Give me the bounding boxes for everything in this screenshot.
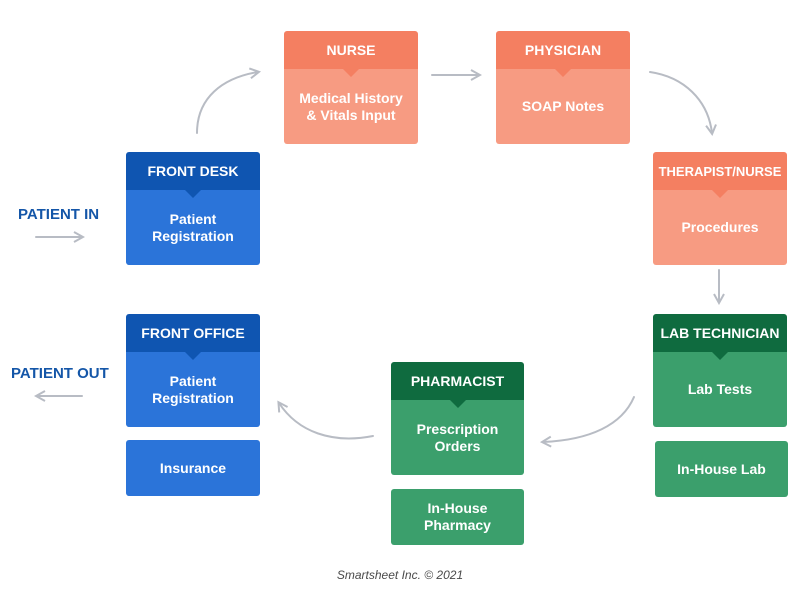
front-desk-notch [184, 189, 202, 198]
therapist-card: THERAPIST/NURSE Procedures [653, 152, 787, 265]
lab-technician-card: LAB TECHNICIAN Lab Tests [653, 314, 787, 427]
patient-out-label: PATIENT OUT [11, 365, 109, 382]
in-house-pharmacy-box: In-House Pharmacy [391, 489, 524, 545]
front-office-role: FRONT OFFICE [141, 325, 245, 341]
nurse-header: NURSE [284, 31, 418, 77]
nurse-task: Medical History & Vitals Input [284, 69, 418, 144]
physician-header: PHYSICIAN [496, 31, 630, 77]
arrow-physician-to-therapist [649, 71, 712, 133]
credit-text: Smartsheet Inc. © 2021 [336, 568, 464, 582]
arrow-pharmacist-to-frontoffice [279, 403, 374, 440]
therapist-task: Procedures [653, 190, 787, 265]
front-desk-task: Patient Registration [126, 190, 260, 265]
pharmacist-card: PHARMACIST Prescription Orders [391, 362, 524, 475]
lab-technician-notch [711, 351, 729, 360]
arrow-lab-to-pharmacist [543, 396, 635, 442]
nurse-role: NURSE [326, 42, 376, 58]
front-office-header: FRONT OFFICE [126, 314, 260, 360]
front-desk-header: FRONT DESK [126, 152, 260, 198]
nurse-notch [342, 68, 360, 77]
lab-technician-header: LAB TECHNICIAN [653, 314, 787, 360]
physician-notch [554, 68, 572, 77]
insurance-box: Insurance [126, 440, 260, 496]
arrow-frontdesk-to-nurse [196, 72, 258, 134]
nurse-card: NURSE Medical History & Vitals Input [284, 31, 418, 144]
front-office-card: FRONT OFFICE Patient Registration [126, 314, 260, 427]
physician-card: PHYSICIAN SOAP Notes [496, 31, 630, 144]
pharmacist-header: PHARMACIST [391, 362, 524, 408]
in-house-lab-box: In-House Lab [655, 441, 788, 497]
physician-task: SOAP Notes [496, 69, 630, 144]
lab-technician-role: LAB TECHNICIAN [660, 325, 780, 341]
pharmacist-task: Prescription Orders [391, 400, 524, 475]
physician-role: PHYSICIAN [524, 42, 602, 58]
front-desk-card: FRONT DESK Patient Registration [126, 152, 260, 265]
patient-in-label: PATIENT IN [18, 206, 100, 223]
front-desk-role: FRONT DESK [147, 163, 239, 179]
therapist-role: THERAPIST/NURSE [658, 163, 782, 179]
front-office-notch [184, 351, 202, 360]
therapist-notch [711, 189, 729, 198]
pharmacist-notch [448, 399, 467, 408]
pharmacist-role: PHARMACIST [410, 373, 505, 389]
front-office-task: Patient Registration [126, 352, 260, 427]
therapist-header: THERAPIST/NURSE [653, 152, 787, 198]
lab-technician-task: Lab Tests [653, 352, 787, 427]
